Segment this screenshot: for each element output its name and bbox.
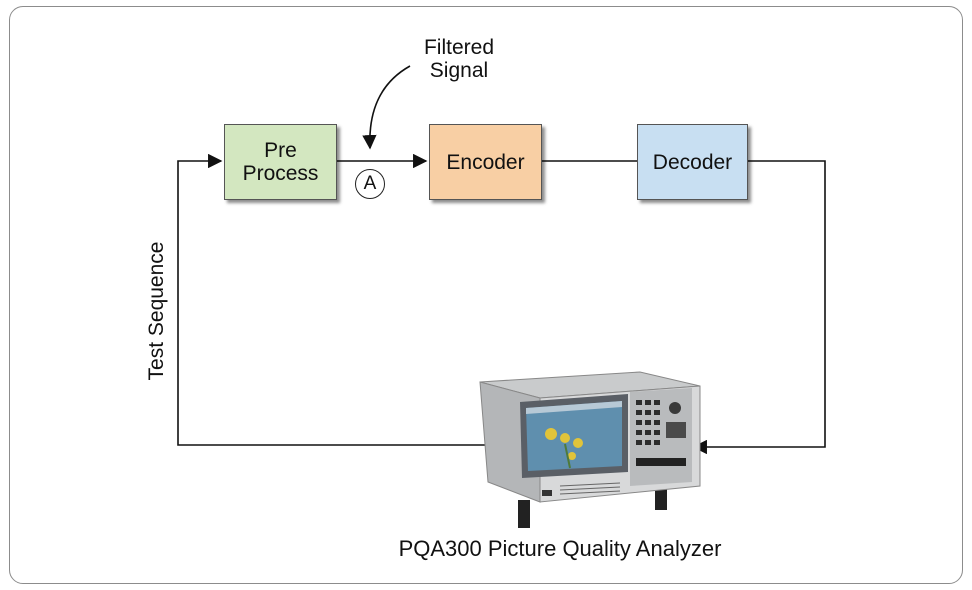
- encoder-label: Encoder: [446, 150, 525, 174]
- test-point-a: A: [355, 169, 385, 199]
- test-sequence-label: Test Sequence: [145, 241, 168, 381]
- pre-process-block: Pre Process: [224, 124, 337, 200]
- decoder-to-analyzer-wire: [692, 160, 826, 455]
- encoder-block: Encoder: [429, 124, 542, 200]
- decoder-label: Decoder: [652, 150, 733, 174]
- analyzer-icon: [479, 371, 701, 528]
- decoder-block: Decoder: [637, 124, 748, 200]
- filtered-signal-label: Filtered Signal: [423, 36, 495, 82]
- analyzer-caption: PQA300 Picture Quality Analyzer: [398, 536, 722, 561]
- pre-process-label: Pre Process: [242, 139, 319, 185]
- filtered-signal-arrow: [362, 65, 411, 150]
- diagram-frame: [9, 6, 963, 584]
- test-sequence-wire: [177, 153, 496, 446]
